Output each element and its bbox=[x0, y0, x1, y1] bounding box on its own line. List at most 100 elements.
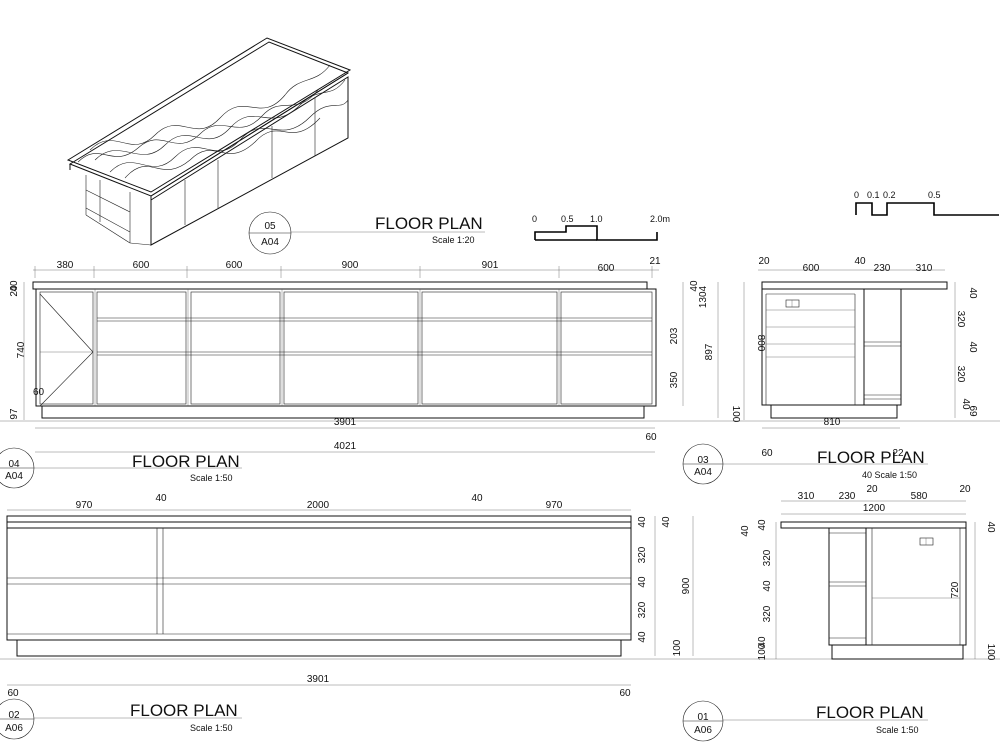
end-elevation: 310 230 20 580 20 1200 40 40 320 40 320 … bbox=[740, 484, 996, 661]
rear-dim-bottom-1: 60 bbox=[7, 688, 19, 699]
front-dim-right-2: 203 bbox=[669, 327, 680, 344]
view-04-sheet: A04 bbox=[5, 471, 23, 482]
view-01-scale: Scale 1:50 bbox=[876, 725, 919, 735]
view-03-scale: 40 Scale 1:50 bbox=[862, 470, 917, 480]
view-04-scale: Scale 1:50 bbox=[190, 473, 233, 483]
scale-b-label-0: 0 bbox=[854, 190, 859, 200]
rear-dim-right-7: 100 bbox=[672, 639, 683, 656]
view-03-sheet: A04 bbox=[694, 467, 712, 478]
rear-dim-right-0: 40 bbox=[637, 516, 648, 528]
rear-dim-top-2: 2000 bbox=[307, 500, 330, 511]
side-dim-top-3: 230 bbox=[874, 263, 891, 274]
view-05-scale: Scale 1:20 bbox=[432, 235, 475, 245]
side-dim-right-1: 320 bbox=[955, 311, 966, 328]
side-dim-left-0: 800 bbox=[755, 335, 766, 352]
scale-a-label-1: 0.5 bbox=[561, 214, 574, 224]
front-dim-left-0: 20 bbox=[9, 285, 20, 297]
view-04-title: FLOOR PLAN bbox=[132, 452, 240, 471]
rear-dim-top-1: 40 bbox=[155, 493, 167, 504]
view-05-title: FLOOR PLAN bbox=[375, 214, 483, 233]
view-05-number: 05 bbox=[264, 221, 276, 232]
scale-a-label-2: 1.0 bbox=[590, 214, 603, 224]
rear-dim-bottom-2: 60 bbox=[619, 688, 631, 699]
front-elevation: 380 600 600 900 901 600 21 20 40 740 60 … bbox=[9, 256, 719, 453]
socket-icon-end bbox=[919, 537, 934, 546]
rear-dim-right-6: 900 bbox=[681, 577, 692, 594]
end-dim-right-0: 40 bbox=[985, 521, 996, 533]
end-dim-left-2: 320 bbox=[762, 549, 773, 566]
front-dim-top-3: 900 bbox=[342, 260, 359, 271]
side-dim-top-4: 310 bbox=[916, 263, 933, 274]
end-dim-left-6: 100 bbox=[757, 643, 768, 660]
scale-bar-metres: 0 0.5 1.0 2.0m bbox=[532, 214, 670, 241]
end-dim-left-4: 320 bbox=[762, 605, 773, 622]
end-dim-right-1: 720 bbox=[950, 581, 961, 598]
side-dim-bottom-0: 810 bbox=[824, 417, 841, 428]
end-dim-left-3: 40 bbox=[762, 580, 773, 592]
view-04-number: 04 bbox=[8, 459, 20, 470]
view-02-label: 02 A06 FLOOR PLAN Scale 1:50 bbox=[0, 698, 242, 740]
scale-a-label-0: 0 bbox=[532, 214, 537, 224]
end-dim-left-5: 40 bbox=[757, 636, 768, 648]
front-dim-top-2: 600 bbox=[226, 260, 243, 271]
scale-bar-small: 0 0.1 0.2 0.5 bbox=[854, 190, 999, 216]
end-dim-top-5: 1200 bbox=[863, 503, 886, 514]
side-dim-top-1: 600 bbox=[803, 263, 820, 274]
view-05-label: 05 A04 FLOOR PLAN Scale 1:20 bbox=[248, 211, 485, 255]
scale-b-label-2: 0.2 bbox=[883, 190, 896, 200]
view-03-title: FLOOR PLAN bbox=[817, 448, 925, 467]
front-dim-right-4: 350 bbox=[669, 371, 680, 388]
side-dim-right-2: 40 bbox=[967, 341, 978, 353]
rear-elevation: 970 40 2000 40 970 40 40 320 40 320 40 9… bbox=[6, 493, 694, 699]
side-dim-bottom-1: 60 bbox=[761, 448, 773, 459]
scale-b-label-1: 0.1 bbox=[867, 190, 880, 200]
side-dim-right-0: 40 bbox=[967, 287, 978, 299]
front-dim-top-4: 901 bbox=[482, 260, 499, 271]
socket-icon bbox=[785, 299, 800, 308]
view-02-number: 02 bbox=[8, 710, 20, 721]
end-dim-top-1: 230 bbox=[839, 491, 856, 502]
rear-dim-top-3: 40 bbox=[471, 493, 483, 504]
side-dim-right-3: 320 bbox=[955, 366, 966, 383]
view-02-scale: Scale 1:50 bbox=[190, 723, 233, 733]
view-02-sheet: A06 bbox=[5, 723, 23, 734]
rear-dim-right-3: 40 bbox=[637, 576, 648, 588]
front-dim-top-1: 600 bbox=[133, 260, 150, 271]
rear-dim-bottom-0: 3901 bbox=[307, 674, 330, 685]
end-dim-top-3: 580 bbox=[911, 491, 928, 502]
side-dim-left-1: 100 bbox=[730, 406, 741, 423]
front-dim-left-1: 40 bbox=[9, 280, 20, 292]
view-01-number: 01 bbox=[697, 712, 709, 723]
end-dim-left-1: 40 bbox=[757, 519, 768, 531]
front-dim-bottom-2: 4021 bbox=[334, 441, 357, 452]
front-dim-bottom-1: 60 bbox=[645, 432, 657, 443]
view-01-sheet: A06 bbox=[694, 725, 712, 736]
rear-dim-right-4: 320 bbox=[637, 601, 648, 618]
side-dim-bottom-2: 22 bbox=[892, 448, 904, 459]
front-dim-right-0: 40 bbox=[689, 280, 700, 292]
rear-dim-top-4: 970 bbox=[546, 500, 563, 511]
scale-b-label-3: 0.5 bbox=[928, 190, 941, 200]
view-04-label: 04 A04 FLOOR PLAN Scale 1:50 bbox=[0, 447, 242, 489]
end-dim-right-2: 100 bbox=[985, 644, 996, 661]
front-dim-top-0: 380 bbox=[57, 260, 74, 271]
view-03-label: 03 A04 FLOOR PLAN 40 Scale 1:50 bbox=[682, 443, 928, 485]
view-05-sheet: A04 bbox=[261, 237, 279, 248]
rear-dim-right-1: 40 bbox=[661, 516, 672, 528]
scale-a-label-3: 2.0m bbox=[650, 214, 670, 224]
end-dim-top-0: 310 bbox=[798, 491, 815, 502]
isometric-view bbox=[66, 37, 352, 246]
end-dim-top-2: 20 bbox=[866, 484, 878, 495]
front-dim-left-4: 97 bbox=[9, 408, 20, 420]
side-dim-right-4: 40 bbox=[960, 398, 971, 410]
front-dim-left-2: 740 bbox=[16, 341, 27, 358]
rear-dim-top-0: 970 bbox=[76, 500, 93, 511]
rear-dim-right-5: 40 bbox=[637, 631, 648, 643]
front-dim-left-3: 60 bbox=[33, 387, 45, 398]
side-dim-right-5: 69 bbox=[967, 405, 978, 417]
front-dim-right-1: 1304 bbox=[698, 285, 709, 308]
view-03-number: 03 bbox=[697, 455, 709, 466]
front-dim-top-5: 600 bbox=[598, 263, 615, 274]
